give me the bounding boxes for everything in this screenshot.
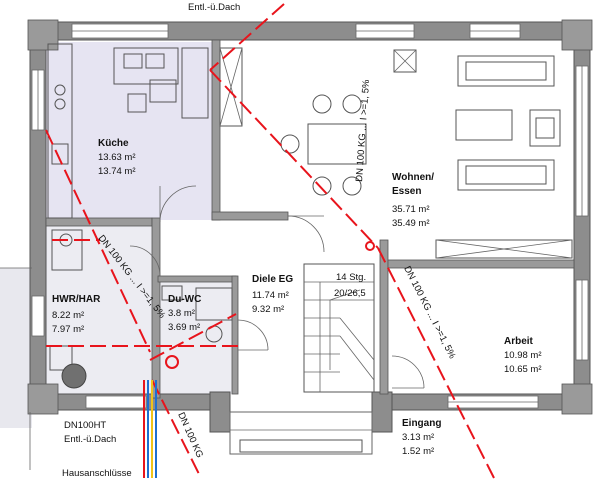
- staircase: [303, 263, 375, 393]
- room-label-diele: Diele EG 11.74 m² 9.32 m²: [252, 274, 293, 315]
- stair-label: 14 Stg. 20/26,5: [334, 272, 366, 299]
- kitchen-floor: [46, 42, 212, 220]
- svg-text:HWR/HAR: HWR/HAR: [52, 294, 101, 305]
- svg-text:8.22 m²: 8.22 m²: [52, 310, 84, 321]
- svg-text:11.74 m²: 11.74 m²: [252, 290, 289, 301]
- kitchen-furniture: [47, 43, 209, 219]
- svg-text:7.97 m²: 7.97 m²: [52, 324, 84, 335]
- svg-text:Arbeit: Arbeit: [504, 336, 534, 347]
- room-label-kueche: Küche 13.63 m² 13.74 m²: [98, 138, 136, 177]
- drain-pipes: [45, 3, 495, 479]
- svg-text:3.69 m²: 3.69 m²: [168, 322, 200, 333]
- svg-text:13.74 m²: 13.74 m²: [98, 166, 136, 177]
- svg-text:Diele EG: Diele EG: [252, 274, 293, 285]
- doors: [129, 185, 425, 389]
- living-furniture: [280, 49, 573, 259]
- inner-walls: [45, 39, 575, 399]
- svg-text:Wohnen/: Wohnen/: [392, 172, 434, 183]
- svg-text:35.71 m²: 35.71 m²: [392, 204, 430, 215]
- pipe-right-diagonal: [377, 247, 495, 479]
- svg-text:1.52 m²: 1.52 m²: [402, 446, 434, 457]
- svg-text:Du-WC: Du-WC: [168, 294, 201, 305]
- room-label-arbeit: Arbeit 10.98 m² 10.65 m²: [504, 336, 542, 375]
- room-label-eingang: Eingang 3.13 m² 1.52 m²: [402, 418, 441, 457]
- pipe-label-main: DN 100 KG ... I >=1, 5%: [354, 79, 372, 183]
- pipe-label-bottom: DN 100 KG: [175, 411, 205, 460]
- utility-fixtures: [49, 229, 233, 389]
- svg-text:10.65 m²: 10.65 m²: [504, 364, 542, 375]
- pipe-bottom-diagonal: [151, 379, 201, 477]
- pipe-junction: [365, 241, 375, 251]
- entrance-bay: [229, 411, 373, 455]
- tank: [61, 363, 87, 389]
- room-label-duwc: Du-WC 3.8 m² 3.69 m²: [168, 294, 201, 333]
- svg-text:Eingang: Eingang: [402, 418, 441, 429]
- svg-text:35.49 m²: 35.49 m²: [392, 218, 430, 229]
- room-label-wohnen: Wohnen/ Essen 35.71 m² 35.49 m²: [392, 172, 434, 229]
- pipe-junction-wc: [165, 355, 179, 369]
- svg-text:13.63 m²: 13.63 m²: [98, 152, 136, 163]
- outside-area: [0, 268, 32, 428]
- annotation-dn100ht: DN100HT: [64, 420, 106, 431]
- annotation-hausanschluesse: Hausanschlüsse: [62, 468, 132, 479]
- svg-text:Küche: Küche: [98, 138, 129, 149]
- svg-text:20/26,5: 20/26,5: [334, 288, 366, 299]
- svg-text:14 Stg.: 14 Stg.: [336, 272, 366, 283]
- pipe-top-right: [209, 3, 285, 71]
- pipe-duwc-diagonal: [149, 313, 237, 361]
- svg-text:3.8 m²: 3.8 m²: [168, 308, 195, 319]
- svg-text:Essen: Essen: [392, 186, 421, 197]
- svg-text:3.13 m²: 3.13 m²: [402, 432, 434, 443]
- ground-edge: [0, 267, 32, 470]
- svg-text:10.98 m²: 10.98 m²: [504, 350, 542, 361]
- annotation-entl-dach: Entl.-ü.Dach: [64, 434, 116, 445]
- pipe-main-diagonal: [209, 69, 379, 249]
- utility-connections: [143, 380, 157, 478]
- duwc-floor: [158, 282, 236, 394]
- room-label-hwr: HWR/HAR 8.22 m² 7.97 m²: [52, 294, 101, 335]
- pipe-label-top: Entl.-ü.Dach: [188, 2, 240, 13]
- svg-text:9.32 m²: 9.32 m²: [252, 304, 284, 315]
- chimney-box: [219, 47, 243, 127]
- windows: [31, 23, 589, 409]
